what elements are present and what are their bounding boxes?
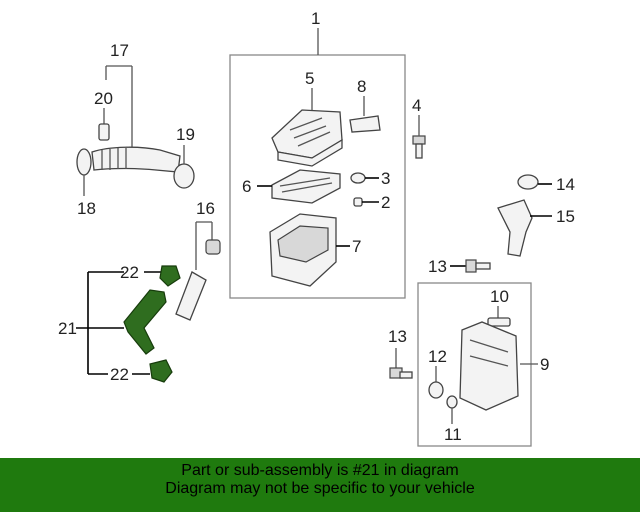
callout-22-bottom: 22 — [110, 365, 129, 384]
resonator-15 — [497, 199, 533, 257]
banner-line-2: Diagram may not be specific to your vehi… — [165, 480, 475, 497]
callout-19: 19 — [176, 125, 195, 144]
clip-10 — [487, 317, 511, 327]
hose-16 — [175, 271, 207, 321]
clamp-18 — [76, 148, 92, 176]
pcv-hose-21[interactable] — [123, 289, 167, 355]
bolt-13-bottom — [389, 367, 413, 379]
callout-21: 21 — [58, 319, 77, 338]
grommet-3 — [350, 172, 366, 184]
callout-8: 8 — [357, 77, 366, 96]
clamp-19 — [173, 163, 195, 189]
callout-12: 12 — [428, 347, 447, 366]
callout-16: 16 — [196, 199, 215, 218]
callout-22-top: 22 — [120, 263, 139, 282]
banner-line-1: Part or sub-assembly is #21 in diagram — [181, 462, 459, 479]
fitting-16 — [205, 239, 221, 255]
callout-13-top: 13 — [428, 257, 447, 276]
callout-6: 6 — [242, 177, 251, 196]
callout-2: 2 — [381, 193, 390, 212]
sensor-20 — [98, 123, 110, 141]
grommet-14 — [517, 174, 539, 190]
callout-11: 11 — [444, 425, 462, 444]
air-duct-8 — [349, 115, 381, 133]
callout-9: 9 — [540, 355, 549, 374]
hose-connector-22-bottom — [149, 359, 173, 383]
callout-5: 5 — [305, 69, 314, 88]
grommet-12 — [428, 381, 444, 399]
callout-17: 17 — [110, 41, 129, 60]
callout-4: 4 — [412, 96, 421, 115]
callout-3: 3 — [381, 169, 390, 188]
bolt-13-top — [465, 259, 491, 273]
clip-11 — [446, 395, 458, 409]
callout-18: 18 — [77, 199, 96, 218]
callout-15: 15 — [556, 207, 575, 226]
callout-13-bottom: 13 — [388, 327, 407, 346]
air-cleaner-cover — [271, 109, 343, 167]
bolt-4 — [412, 135, 426, 159]
hose-connector-22-top — [159, 265, 181, 287]
callout-20: 20 — [94, 89, 113, 108]
info-banner: Part or sub-assembly is #21 in diagram D… — [0, 458, 640, 512]
air-filter-element — [271, 169, 341, 204]
callout-10: 10 — [490, 287, 509, 306]
callout-14: 14 — [556, 175, 575, 194]
reservoir-9 — [459, 321, 519, 411]
air-cleaner-body — [269, 213, 337, 287]
callout-7: 7 — [352, 237, 361, 256]
clip-2 — [353, 197, 363, 207]
intake-hose-17 — [91, 146, 181, 173]
callout-1: 1 — [311, 9, 320, 28]
